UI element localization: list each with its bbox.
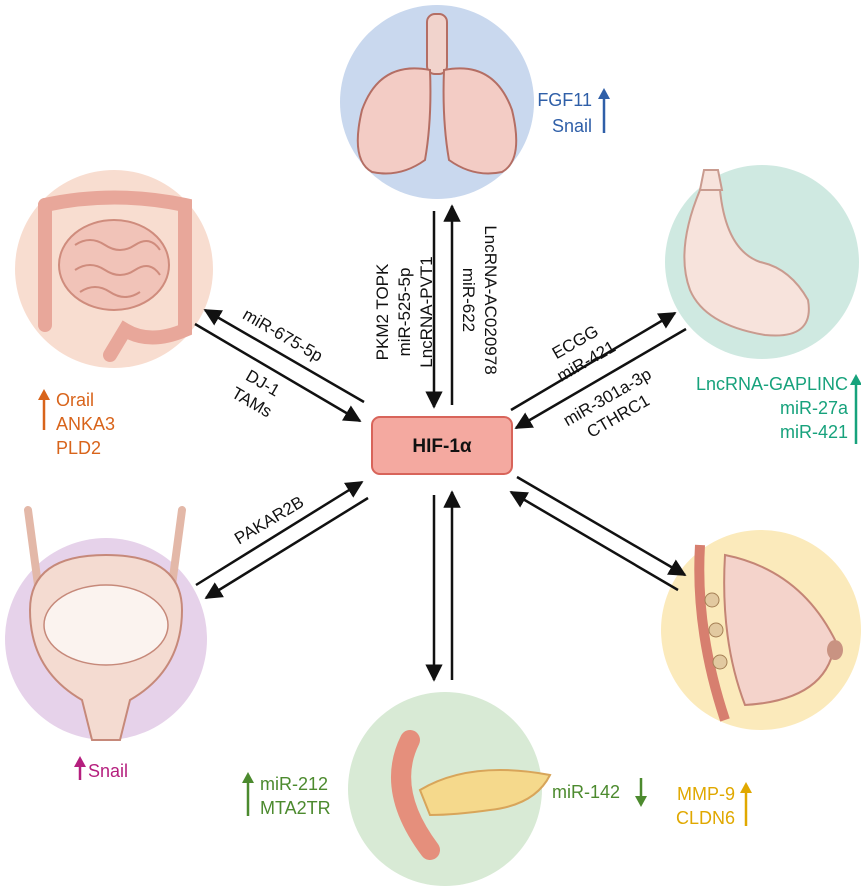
pancreas-arrows (434, 492, 452, 680)
regulator-mir-622: miR-622 (459, 268, 478, 332)
stomach-node (665, 165, 859, 359)
down-arrow-icon (635, 778, 647, 807)
regulator-lncrna-pvt1: LncRNA-PVT1 (417, 256, 436, 367)
regulator-lncrna-ac020978: LncRNA-AC020978 (481, 225, 500, 374)
breast-marker-cldn6: CLDN6 (676, 808, 735, 828)
pancreas-marker-mir-212: miR-212 (260, 774, 328, 794)
colon-marker-orail: Orail (56, 390, 94, 410)
stomach-marker-mir-421: miR-421 (780, 422, 848, 442)
up-arrow-icon (740, 782, 752, 826)
breast-arrows (511, 477, 685, 590)
bladder-node (5, 510, 207, 740)
hif-label: HIF-1α (412, 436, 472, 457)
stomach-markers: LncRNA-GAPLINC miR-27a miR-421 (696, 374, 861, 444)
lung-marker-snail: Snail (552, 116, 592, 136)
stomach-marker-lncrna-gaplinc: LncRNA-GAPLINC (696, 374, 848, 394)
breast-marker-mmp-9: MMP-9 (677, 784, 735, 804)
pancreas-node (348, 692, 550, 886)
up-arrow-icon (242, 772, 254, 816)
colon-node (15, 170, 213, 368)
lung-marker-fgf11: FGF11 (537, 90, 592, 110)
colon-marker-anka3: ANKA3 (56, 414, 115, 434)
up-arrow-icon (850, 374, 861, 444)
pancreas-marker-mir-142: miR-142 (552, 782, 620, 802)
up-arrow-icon (38, 389, 50, 430)
lung-markers: FGF11 Snail (537, 88, 610, 136)
lung-to-hif-regulators: PKM2 TOPK miR-525-5p LncRNA-PVT1 (373, 256, 436, 367)
regulator-pkm2-topk: PKM2 TOPK (373, 263, 392, 360)
pancreas-marker-mta2tr: MTA2TR (260, 798, 331, 818)
stomach-marker-mir-27a: miR-27a (780, 398, 849, 418)
lung-node (340, 5, 534, 199)
colon-markers: Orail ANKA3 PLD2 (38, 389, 115, 458)
lung-arrows (434, 206, 452, 407)
hif-node: HIF-1α (372, 417, 512, 474)
bladder-markers: Snail (74, 756, 128, 781)
up-arrow-icon (74, 756, 86, 780)
breast-node (661, 530, 861, 730)
bladder-arrows (196, 482, 368, 598)
hif-to-lung-regulators: LncRNA-AC020978 miR-622 (459, 225, 500, 374)
breast-markers: MMP-9 CLDN6 (676, 782, 752, 828)
bladder-marker-snail: Snail (88, 761, 128, 781)
colon-marker-pld2: PLD2 (56, 438, 101, 458)
up-arrow-icon (598, 88, 610, 133)
regulator-mir-525-5p: miR-525-5p (395, 268, 414, 357)
